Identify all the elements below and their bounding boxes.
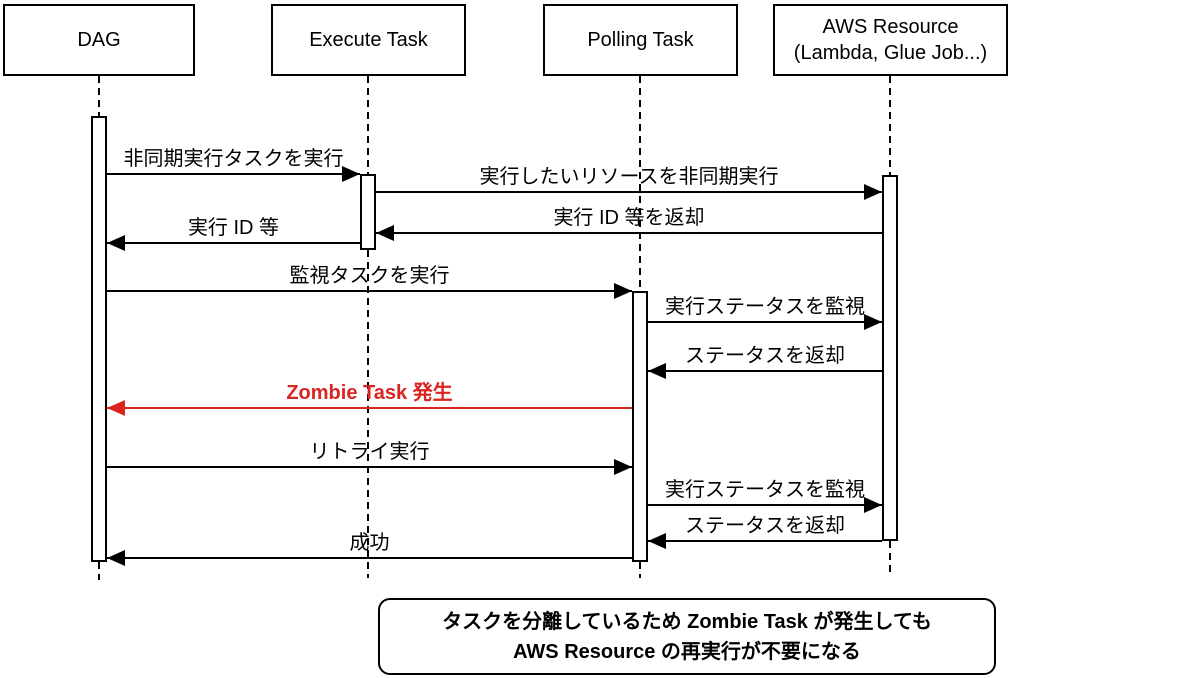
message-8-arrow <box>107 407 632 409</box>
participant-label-dag: DAG <box>77 29 121 51</box>
note-line-1: タスクを分離しているため Zombie Task が発生しても <box>442 610 932 633</box>
message-11-arrowhead-icon <box>648 533 666 549</box>
message-1-arrowhead-icon <box>342 166 360 182</box>
message-4-arrowhead-icon <box>107 235 125 251</box>
message-6-arrow <box>648 321 882 323</box>
participant-sublabel-aws: (Lambda, Glue Job...) <box>793 42 988 64</box>
note-box: タスクを分離しているため Zombie Task が発生しても AWS Reso… <box>378 598 996 675</box>
activation-bar-aws <box>882 175 898 541</box>
activation-bar-polling <box>632 291 648 562</box>
message-11-arrow <box>648 540 882 542</box>
message-2-arrow <box>376 191 882 193</box>
message-12-arrow <box>107 557 632 559</box>
activation-bar-dag <box>91 116 107 562</box>
participant-box-execute: Execute Task <box>271 4 466 76</box>
message-4-arrow <box>107 242 360 244</box>
message-12-arrowhead-icon <box>107 550 125 566</box>
message-6-arrowhead-icon <box>864 314 882 330</box>
message-3-label: 実行 ID 等を返却 <box>553 207 705 229</box>
message-3-arrowhead-icon <box>376 225 394 241</box>
message-2-label: 実行したいリソースを非同期実行 <box>479 166 779 188</box>
lifeline-aws-top <box>889 76 891 175</box>
message-4-label: 実行 ID 等 <box>187 217 280 239</box>
message-12-label: 成功 <box>349 532 390 554</box>
participant-label-polling: Polling Task <box>587 29 694 51</box>
lifeline-execute-top <box>367 76 369 174</box>
participant-box-polling: Polling Task <box>543 4 738 76</box>
message-7-label: ステータスを返却 <box>685 345 845 367</box>
activation-bar-execute <box>360 174 376 250</box>
message-1-label: 非同期実行タスクを実行 <box>123 148 344 170</box>
participant-label-aws: AWS Resource <box>822 16 959 38</box>
participant-box-dag: DAG <box>3 4 195 76</box>
message-6-label: 実行ステータスを監視 <box>665 296 865 318</box>
message-9-arrowhead-icon <box>614 459 632 475</box>
message-2-arrowhead-icon <box>864 184 882 200</box>
message-7-arrowhead-icon <box>648 363 666 379</box>
message-10-arrow <box>648 504 882 506</box>
lifeline-aws-bottom <box>889 541 891 576</box>
lifeline-polling-top <box>639 76 641 291</box>
note-line-2: AWS Resource の再実行が不要になる <box>513 640 861 663</box>
message-1-arrow <box>107 173 360 175</box>
lifeline-dag-bottom <box>98 562 100 580</box>
message-9-arrow <box>107 466 632 468</box>
lifeline-dag-top <box>98 76 100 116</box>
message-5-arrow <box>107 290 632 292</box>
message-8-label: Zombie Task 発生 <box>286 382 453 404</box>
participant-label-execute: Execute Task <box>309 29 428 51</box>
message-8-arrowhead-icon <box>107 400 125 416</box>
message-10-arrowhead-icon <box>864 497 882 513</box>
message-7-arrow <box>648 370 882 372</box>
message-3-arrow <box>376 232 882 234</box>
participant-box-aws: AWS Resource (Lambda, Glue Job...) <box>773 4 1008 76</box>
message-5-label: 監視タスクを実行 <box>289 265 450 287</box>
message-10-label: 実行ステータスを監視 <box>665 479 865 501</box>
message-9-label: リトライ実行 <box>309 441 430 463</box>
message-5-arrowhead-icon <box>614 283 632 299</box>
message-11-label: ステータスを返却 <box>685 515 845 537</box>
lifeline-polling-bottom <box>639 562 641 578</box>
lifeline-execute-bottom <box>367 250 369 578</box>
